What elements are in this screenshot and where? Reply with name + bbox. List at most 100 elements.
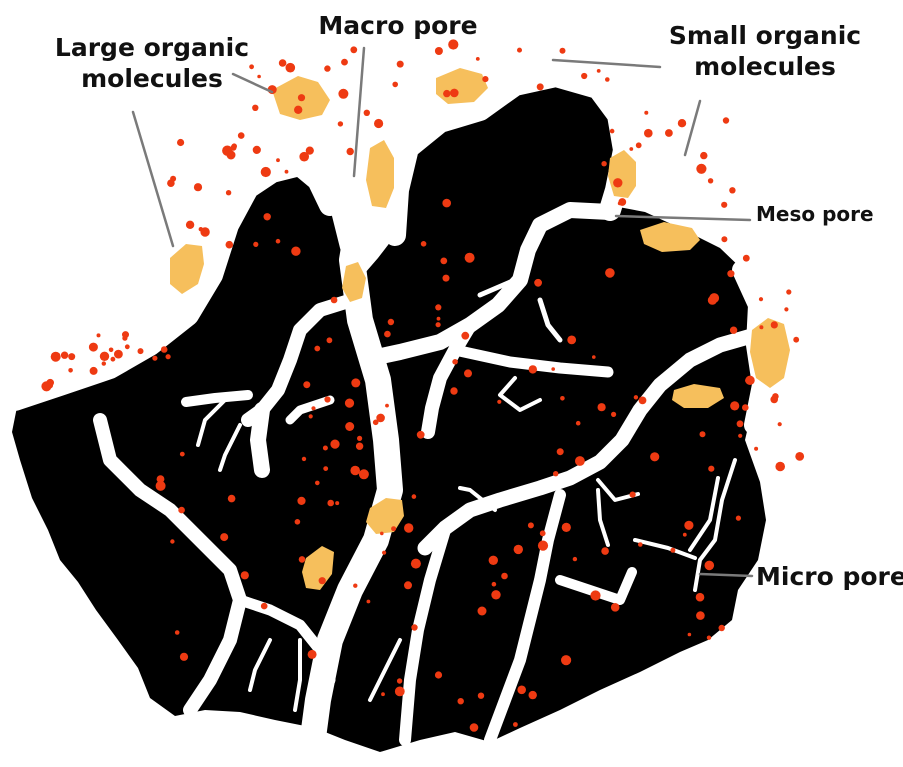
leader-line-small-organic bbox=[553, 60, 660, 67]
small-molecule bbox=[161, 346, 168, 353]
label-large-organic-molecules: Large organic molecules bbox=[42, 32, 262, 95]
small-molecule bbox=[683, 533, 687, 537]
small-molecule bbox=[517, 686, 526, 695]
small-molecule bbox=[381, 692, 385, 696]
small-molecule bbox=[700, 431, 706, 437]
small-molecule bbox=[261, 167, 271, 177]
small-molecule bbox=[458, 698, 464, 704]
label-line: molecules bbox=[42, 63, 262, 94]
small-molecule bbox=[404, 523, 413, 532]
small-molecule bbox=[538, 541, 548, 551]
small-molecule bbox=[298, 94, 305, 101]
small-molecule bbox=[186, 221, 194, 229]
small-molecule bbox=[252, 105, 258, 111]
small-molecule bbox=[721, 236, 727, 242]
small-molecule bbox=[338, 121, 343, 126]
small-molecule bbox=[351, 378, 360, 387]
small-molecule bbox=[501, 573, 508, 580]
small-molecule bbox=[759, 297, 763, 301]
small-molecule bbox=[696, 593, 705, 602]
small-molecule bbox=[294, 106, 302, 114]
large-molecule bbox=[366, 140, 394, 208]
small-molecule bbox=[200, 227, 209, 236]
small-molecule bbox=[696, 611, 705, 620]
small-molecule bbox=[311, 406, 315, 410]
small-molecule bbox=[68, 353, 75, 360]
small-molecule bbox=[613, 178, 622, 187]
small-molecule bbox=[618, 202, 622, 206]
small-molecule bbox=[327, 500, 334, 507]
small-molecule bbox=[395, 687, 405, 697]
small-molecule bbox=[529, 691, 537, 699]
small-molecule bbox=[743, 255, 750, 262]
label-line: molecules bbox=[650, 51, 880, 82]
small-molecule bbox=[227, 151, 236, 160]
small-molecule bbox=[122, 336, 127, 341]
small-molecule bbox=[611, 603, 620, 612]
small-molecule bbox=[610, 129, 615, 134]
small-molecule bbox=[167, 179, 175, 187]
small-molecule bbox=[442, 199, 451, 208]
small-molecule bbox=[560, 396, 565, 401]
meso-pore-left-branch-2 bbox=[258, 410, 262, 470]
small-molecule bbox=[557, 448, 564, 455]
small-molecule bbox=[51, 352, 61, 362]
small-molecule bbox=[302, 457, 306, 461]
small-molecule bbox=[435, 304, 441, 310]
small-molecule bbox=[551, 367, 555, 371]
small-molecule bbox=[709, 293, 719, 303]
small-molecule bbox=[156, 481, 166, 491]
small-molecule bbox=[68, 368, 73, 373]
small-molecule bbox=[644, 129, 653, 138]
small-molecule bbox=[601, 161, 606, 166]
small-molecule bbox=[345, 399, 354, 408]
small-molecule bbox=[226, 190, 231, 195]
small-molecule bbox=[308, 650, 317, 659]
small-molecule bbox=[567, 336, 576, 345]
small-molecule bbox=[374, 119, 383, 128]
small-molecule bbox=[180, 452, 185, 457]
small-molecule bbox=[482, 76, 488, 82]
small-molecule bbox=[309, 414, 313, 418]
small-molecule bbox=[299, 556, 306, 563]
small-molecule bbox=[175, 630, 180, 635]
small-molecule bbox=[721, 202, 727, 208]
small-molecule bbox=[771, 321, 778, 328]
label-line: Small organic bbox=[650, 20, 880, 51]
small-molecule bbox=[367, 600, 371, 604]
small-molecule bbox=[100, 352, 109, 361]
small-molecule bbox=[324, 396, 330, 402]
small-molecule bbox=[253, 242, 258, 247]
small-molecule bbox=[730, 401, 739, 410]
small-molecule bbox=[629, 147, 633, 151]
small-molecule bbox=[89, 343, 98, 352]
small-molecule bbox=[775, 462, 785, 472]
small-molecule bbox=[705, 561, 715, 571]
small-molecule bbox=[576, 421, 581, 426]
small-molecule bbox=[382, 551, 386, 555]
small-molecule bbox=[737, 420, 744, 427]
small-molecule bbox=[347, 148, 354, 155]
label-line: Meso pore bbox=[756, 202, 886, 227]
small-molecule bbox=[323, 446, 328, 451]
small-molecule bbox=[261, 603, 268, 610]
small-molecule bbox=[421, 241, 427, 247]
label-line: Micro pore bbox=[756, 561, 902, 592]
small-molecule bbox=[708, 178, 713, 183]
small-molecule bbox=[684, 521, 693, 530]
small-molecule bbox=[152, 356, 157, 361]
small-molecule bbox=[356, 443, 363, 450]
small-molecule bbox=[719, 625, 725, 631]
small-molecule bbox=[335, 501, 339, 505]
label-micro-pore: Micro pore bbox=[756, 561, 902, 592]
small-molecule bbox=[391, 526, 396, 531]
small-molecule bbox=[795, 452, 804, 461]
small-molecule bbox=[638, 542, 643, 547]
small-molecule bbox=[514, 545, 523, 554]
small-molecule bbox=[650, 452, 659, 461]
small-molecule bbox=[784, 307, 788, 311]
small-molecule bbox=[696, 164, 706, 174]
small-molecule bbox=[478, 607, 487, 616]
small-molecule bbox=[450, 89, 459, 98]
small-molecule bbox=[730, 327, 737, 334]
